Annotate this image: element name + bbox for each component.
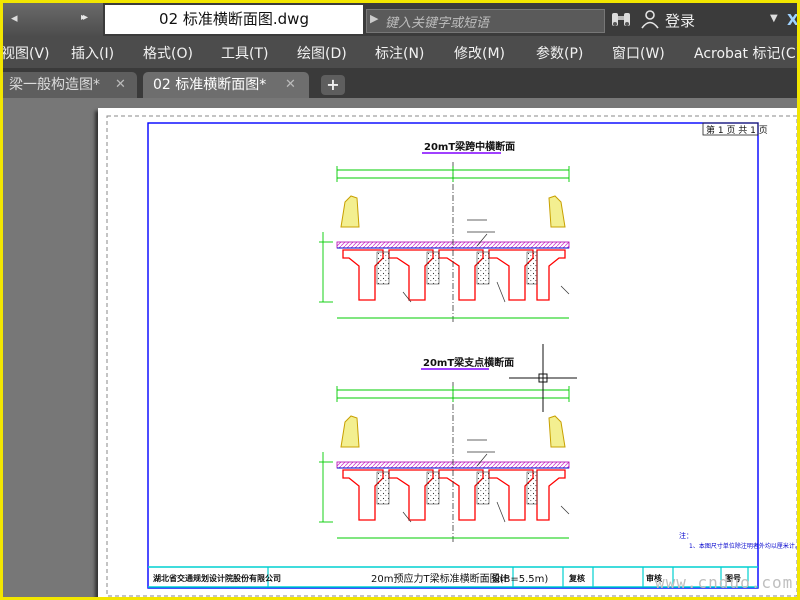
exchange-icon[interactable]: X <box>787 11 797 29</box>
menu-bar: 视图(V) 插入(I) 格式(O) 工具(T) 绘图(D) 标注(N) 修改(M… <box>3 36 797 68</box>
menu-item-view[interactable]: 视图(V) <box>3 46 50 62</box>
review-label: 复核 <box>568 573 585 583</box>
close-icon[interactable]: ✕ <box>285 77 296 92</box>
sheet-number: 第 1 页 共 1 页 <box>706 124 768 136</box>
design-label: 设计 <box>492 573 508 583</box>
menu-item-dimension[interactable]: 标注(N) <box>375 46 425 62</box>
document-title: 02 标准横断面图.dwg <box>105 5 363 34</box>
layout-paper <box>98 108 797 597</box>
menu-item-modify[interactable]: 修改(M) <box>454 46 506 62</box>
drawing-workspace[interactable]: 第 1 页 共 1 页 20mT梁跨中横断面 20mT梁支点横断面 注： 1、本… <box>3 98 797 597</box>
binoculars-icon[interactable] <box>610 9 632 29</box>
search-box[interactable]: ▶ 键入关键字或短语 <box>366 9 605 33</box>
search-placeholder: 键入关键字或短语 <box>385 16 490 31</box>
cross-section-support <box>318 381 570 543</box>
menu-item-format[interactable]: 格式(O) <box>143 46 193 62</box>
menu-item-window[interactable]: 窗口(W) <box>612 46 665 62</box>
search-arrow-icon[interactable]: ▶ <box>370 12 379 25</box>
login-button[interactable]: 登录 <box>665 12 696 30</box>
menu-item-tools[interactable]: 工具(T) <box>221 46 269 62</box>
cad-drawing[interactable]: 第 1 页 共 1 页 20mT梁跨中横断面 20mT梁支点横断面 注： 1、本… <box>3 98 797 597</box>
drawing-number-label: 图号 <box>725 574 741 583</box>
menu-item-draw[interactable]: 绘图(D) <box>297 46 347 62</box>
menu-item-insert[interactable]: 插入(I) <box>71 46 115 62</box>
section2-title: 20mT梁支点横断面 <box>423 356 514 369</box>
title-block: 湖北省交通规划设计院股份有限公司 20m预应力T梁标准横断面图(B=5.5m) … <box>148 566 758 588</box>
tab-label: 梁一般构造图* <box>9 77 100 93</box>
title-bar: ◂ ▸▸ 02 标准横断面图.dwg ▶ 键入关键字或短语 登录 ▼ X <box>3 3 797 36</box>
watermark: www.cnduo.com <box>655 573 794 592</box>
quick-access-toolbar[interactable]: ◂ ▸▸ <box>3 3 103 36</box>
new-tab-button[interactable]: + <box>321 75 345 95</box>
chevron-down-icon[interactable]: ▼ <box>770 13 778 24</box>
section1-title: 20mT梁跨中横断面 <box>424 140 515 153</box>
crosshair-cursor <box>509 344 577 412</box>
tab-cross-section[interactable]: 02 标准横断面图* ✕ <box>143 72 309 98</box>
close-icon[interactable]: ✕ <box>115 77 126 92</box>
cross-section-midspan <box>318 161 570 323</box>
application-window: ◂ ▸▸ 02 标准横断面图.dwg ▶ 键入关键字或短语 登录 ▼ X 视图(… <box>3 3 797 597</box>
menu-item-acrobat[interactable]: Acrobat 标记(C) <box>694 46 797 62</box>
expand-toolbar-icon[interactable]: ▸▸ <box>81 12 88 23</box>
tab-label: 02 标准横断面图* <box>153 77 267 93</box>
approve-label: 审核 <box>646 573 662 583</box>
company-name: 湖北省交通规划设计院股份有限公司 <box>153 573 281 583</box>
undo-icon[interactable]: ◂ <box>11 11 18 26</box>
menu-item-parameters[interactable]: 参数(P) <box>536 46 584 62</box>
drawing-name: 20m预应力T梁标准横断面图(B=5.5m) <box>371 572 548 585</box>
note-label: 注： <box>679 531 693 540</box>
document-tab-bar: 梁一般构造图* ✕ 02 标准横断面图* ✕ + <box>3 68 797 98</box>
user-icon[interactable] <box>640 9 660 29</box>
note-line: 1、本图尺寸单位除注明者外均以厘米计。 <box>689 542 797 550</box>
tab-beam-general[interactable]: 梁一般构造图* ✕ <box>3 72 137 98</box>
